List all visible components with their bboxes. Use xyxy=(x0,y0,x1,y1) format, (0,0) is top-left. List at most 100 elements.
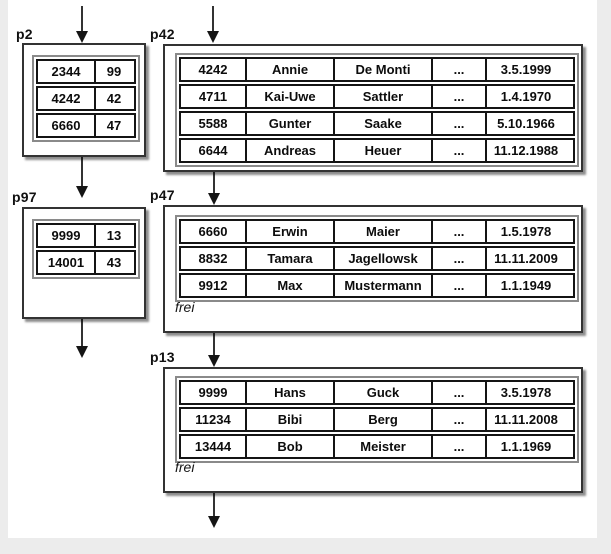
page-pointer-cell: 13 xyxy=(94,225,132,246)
table-row: 11234 Bibi Berg ... 11.11.2008 xyxy=(179,407,575,432)
arrow-p42-to-p47 xyxy=(208,172,220,205)
ellipsis-cell: ... xyxy=(431,221,485,242)
id-cell: 13444 xyxy=(194,439,232,454)
date-cell: 11.11.2008 xyxy=(485,409,565,430)
firstname-cell: Andreas xyxy=(245,140,333,161)
arrow-shaft xyxy=(213,493,215,518)
arrow-shaft xyxy=(213,172,215,195)
arrow-shaft xyxy=(81,157,83,188)
id-cell: 6660 xyxy=(198,224,228,239)
record-table-p47: 6660 Erwin Maier ... 1.5.1978 8832 Tamar… xyxy=(175,215,579,302)
page-box-p97: 9999 13 14001 43 xyxy=(22,207,146,319)
arrow-head-icon xyxy=(208,355,220,367)
page-pointer-cell: 99 xyxy=(94,61,132,82)
date-cell: 11.11.2009 xyxy=(485,248,565,269)
lastname-cell: Maier xyxy=(333,221,431,242)
lastname-cell: Saake xyxy=(333,113,431,134)
lastname-cell: De Monti xyxy=(333,59,431,80)
table-row: 4242 42 xyxy=(36,86,136,111)
id-cell: 11234 xyxy=(195,412,231,427)
page-label-p97: p97 xyxy=(12,189,37,205)
firstname-cell: Tamara xyxy=(245,248,333,269)
table-row: 6660 47 xyxy=(36,113,136,138)
date-cell: 3.5.1978 xyxy=(485,382,565,403)
ellipsis-cell: ... xyxy=(431,59,485,80)
page-label-p42: p42 xyxy=(150,26,175,42)
table-row: 5588 Gunter Saake ... 5.10.1966 xyxy=(179,111,575,136)
table-row: 14001 43 xyxy=(36,250,136,275)
arrow-p47-to-p13 xyxy=(208,333,220,367)
firstname-cell: Max xyxy=(245,275,333,296)
firstname-cell: Erwin xyxy=(245,221,333,242)
page-box-p42: 4242 Annie De Monti ... 3.5.1999 4711 Ka… xyxy=(163,44,583,172)
table-row: 9912 Max Mustermann ... 1.1.1949 xyxy=(179,273,575,298)
table-row: 9999 Hans Guck ... 3.5.1978 xyxy=(179,380,575,405)
id-cell: 9999 xyxy=(198,385,228,400)
firstname-cell: Annie xyxy=(245,59,333,80)
arrow-p2-to-p97 xyxy=(76,157,88,198)
lastname-cell: Berg xyxy=(333,409,431,430)
date-cell: 3.5.1999 xyxy=(485,59,565,80)
key-cell: 2344 xyxy=(51,64,81,79)
arrow-head-icon xyxy=(208,516,220,528)
table-row: 6660 Erwin Maier ... 1.5.1978 xyxy=(179,219,575,244)
record-table-p13: 9999 Hans Guck ... 3.5.1978 11234 Bibi B… xyxy=(175,376,579,463)
firstname-cell: Bob xyxy=(245,436,333,457)
arrow-head-icon xyxy=(207,31,219,43)
ellipsis-cell: ... xyxy=(431,275,485,296)
lastname-cell: Mustermann xyxy=(333,275,431,296)
arrow-into-p2 xyxy=(76,6,88,43)
date-cell: 5.10.1966 xyxy=(485,113,565,134)
table-row: 13444 Bob Meister ... 1.1.1969 xyxy=(179,434,575,459)
arrow-p97-down xyxy=(76,319,88,358)
index-table-p97: 9999 13 14001 43 xyxy=(32,219,140,279)
index-table-p2: 2344 99 4242 42 6660 47 xyxy=(32,55,140,142)
lastname-cell: Heuer xyxy=(333,140,431,161)
id-cell: 8832 xyxy=(198,251,228,266)
page-pointer-cell: 47 xyxy=(94,115,132,136)
arrow-p13-down xyxy=(208,493,220,528)
ellipsis-cell: ... xyxy=(431,382,485,403)
ellipsis-cell: ... xyxy=(431,248,485,269)
table-row: 4711 Kai-Uwe Sattler ... 1.4.1970 xyxy=(179,84,575,109)
firstname-cell: Hans xyxy=(245,382,333,403)
arrow-into-p42 xyxy=(207,6,219,43)
id-cell: 5588 xyxy=(198,116,228,131)
date-cell: 1.1.1949 xyxy=(485,275,565,296)
page-pointer-cell: 42 xyxy=(94,88,132,109)
arrow-head-icon xyxy=(208,193,220,205)
page-pointer-cell: 43 xyxy=(94,252,132,273)
ellipsis-cell: ... xyxy=(431,113,485,134)
ellipsis-cell: ... xyxy=(431,436,485,457)
arrow-shaft xyxy=(212,6,214,33)
firstname-cell: Gunter xyxy=(245,113,333,134)
firstname-cell: Bibi xyxy=(245,409,333,430)
date-cell: 11.12.1988 xyxy=(485,140,565,161)
free-space-label: frei xyxy=(175,459,195,475)
id-cell: 6644 xyxy=(198,143,228,158)
ellipsis-cell: ... xyxy=(431,86,485,107)
page-box-p2: 2344 99 4242 42 6660 47 xyxy=(22,43,146,157)
ellipsis-cell: ... xyxy=(431,409,485,430)
key-cell: 6660 xyxy=(51,118,81,133)
date-cell: 1.4.1970 xyxy=(485,86,565,107)
table-row: 6644 Andreas Heuer ... 11.12.1988 xyxy=(179,138,575,163)
lastname-cell: Sattler xyxy=(333,86,431,107)
date-cell: 1.5.1978 xyxy=(485,221,565,242)
arrow-head-icon xyxy=(76,31,88,43)
key-cell: 4242 xyxy=(51,91,81,106)
ellipsis-cell: ... xyxy=(431,140,485,161)
page-box-p47: 6660 Erwin Maier ... 1.5.1978 8832 Tamar… xyxy=(163,205,583,333)
lastname-cell: Jagellowsk xyxy=(333,248,431,269)
id-cell: 4242 xyxy=(198,62,228,77)
arrow-shaft xyxy=(213,333,215,357)
id-cell: 4711 xyxy=(198,89,228,104)
page-label-p2: p2 xyxy=(16,26,33,42)
lastname-cell: Meister xyxy=(333,436,431,457)
arrow-head-icon xyxy=(76,186,88,198)
date-cell: 1.1.1969 xyxy=(485,436,565,457)
page-label-p47: p47 xyxy=(150,187,175,203)
lastname-cell: Guck xyxy=(333,382,431,403)
key-cell: 9999 xyxy=(51,228,81,243)
